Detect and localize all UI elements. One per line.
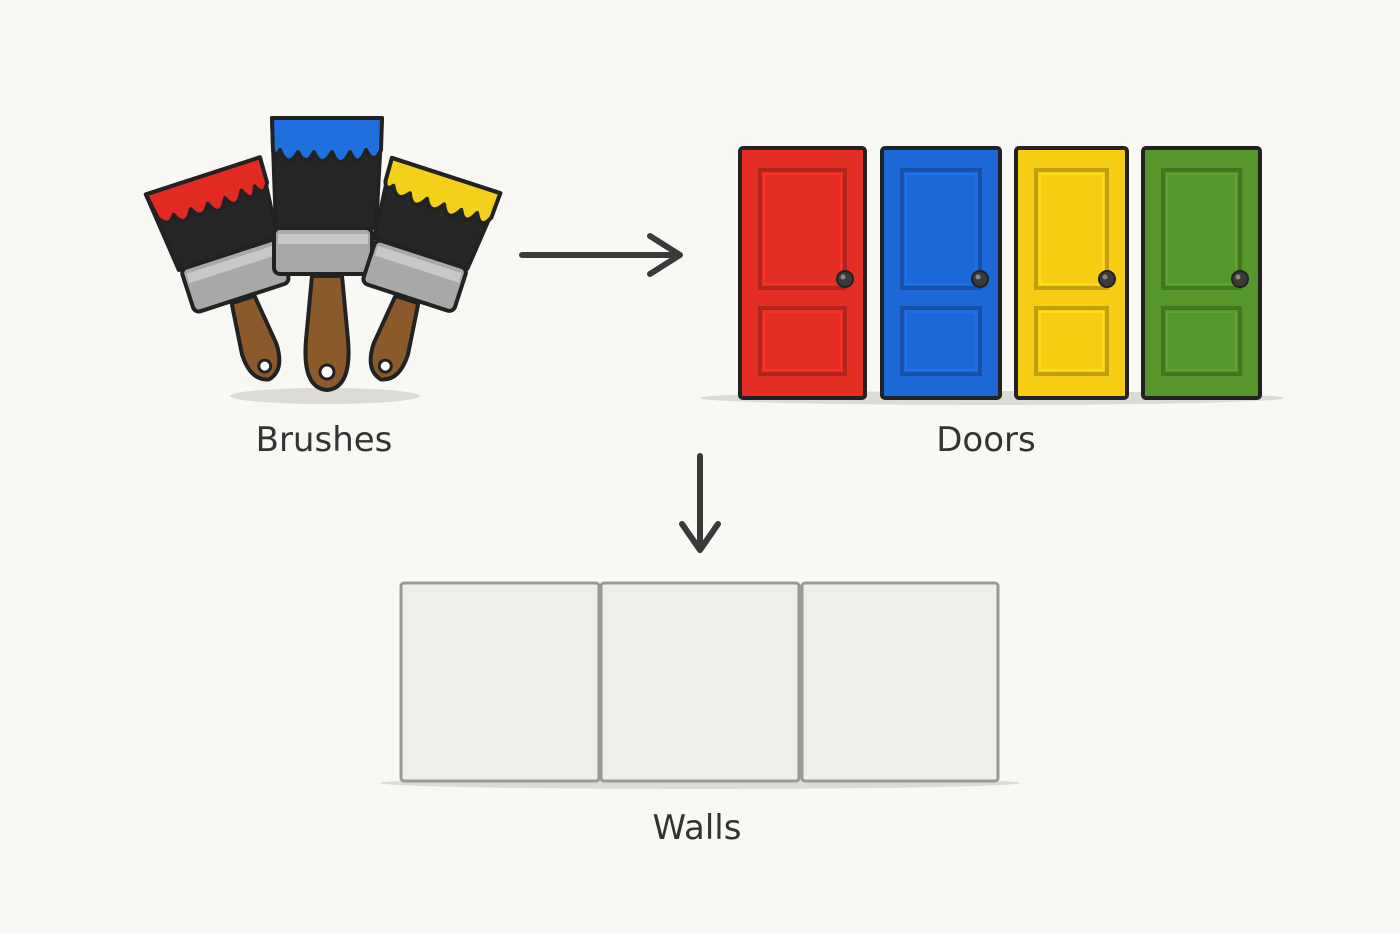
door-knob-icon [1231, 270, 1249, 288]
door-knob-icon [971, 270, 989, 288]
yellow-door-icon [1014, 146, 1129, 400]
walls-label: Walls [652, 808, 742, 848]
blue-door-icon [880, 146, 1002, 400]
green-door-icon [1141, 146, 1262, 400]
yellow-paintbrush-icon [361, 155, 503, 382]
door-knob-icon [836, 270, 854, 288]
arrow-right-icon [519, 233, 683, 277]
wall-panel [800, 581, 1000, 783]
brushes-shadow [230, 388, 420, 404]
brushes-illustration [143, 116, 503, 404]
arrow-down-icon [679, 453, 721, 553]
brushes-label: Brushes [255, 420, 393, 460]
blue-paintbrush-icon [270, 116, 384, 392]
red-door-icon [738, 146, 867, 400]
doors-illustration [700, 146, 1284, 405]
doors-label: Doors [936, 420, 1036, 460]
wall-panel [599, 581, 801, 783]
wall-panel [399, 581, 601, 783]
walls-illustration [380, 581, 1020, 789]
door-knob-icon [1098, 270, 1116, 288]
